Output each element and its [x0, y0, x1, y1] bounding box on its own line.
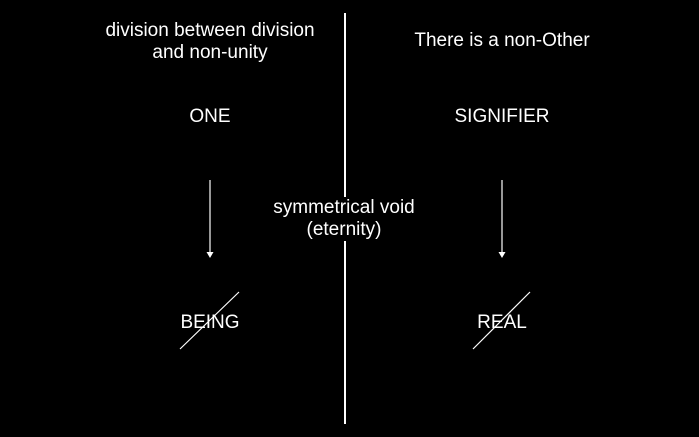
left-top-line-2: and non-unity	[152, 42, 268, 63]
left-upper-term: ONE	[189, 106, 231, 127]
left-top-line-1: division between division	[105, 20, 315, 41]
left-strikethrough-line	[179, 291, 240, 350]
right-lower-term: REAL	[477, 312, 527, 333]
left-top-statement: division between division and non-unity	[105, 20, 314, 64]
left-down-arrow	[204, 180, 216, 260]
center-void-label: symmetrical void (eternity)	[271, 197, 417, 241]
right-upper-term: SIGNIFIER	[454, 106, 550, 127]
right-strikethrough-line	[472, 291, 531, 350]
right-down-arrow	[496, 180, 508, 260]
left-lower-term: BEING	[180, 312, 240, 333]
right-top-statement: There is a non-Other	[414, 30, 590, 51]
center-line-2: (eternity)	[271, 219, 417, 241]
center-line-1: symmetrical void	[271, 197, 417, 219]
